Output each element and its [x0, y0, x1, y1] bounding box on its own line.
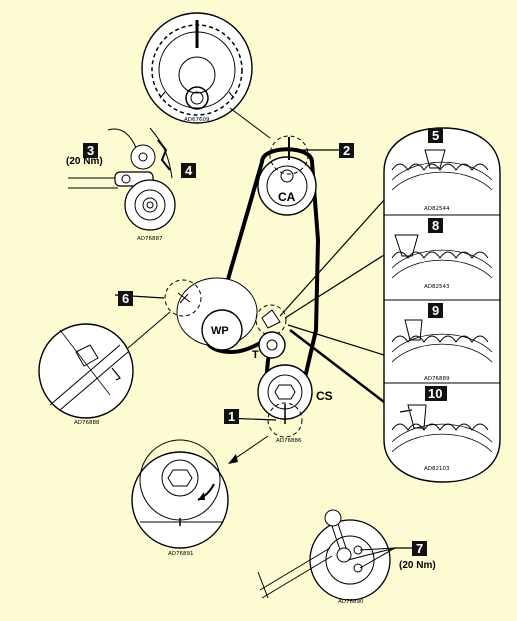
callout-1: 1	[224, 409, 239, 424]
ref-crank-mark-detail: AD76891	[168, 551, 194, 557]
ref-tensioner-detail: AD76887	[137, 236, 163, 242]
tooth-sketch-8: AD82543	[391, 234, 493, 290]
crankshaft-pulley: CS AD76886	[257, 364, 333, 444]
ref-tooth-10: AD82103	[424, 466, 450, 472]
callout-9: 9	[428, 303, 443, 318]
pump-mark-detail-inset: AD76888	[38, 323, 134, 426]
svg-text:3: 3	[87, 143, 94, 158]
svg-text:5: 5	[432, 128, 439, 143]
svg-text:2: 2	[343, 143, 350, 158]
label-crankshaft: CS	[316, 389, 333, 403]
camshaft-detail-inset: AD67609	[141, 12, 253, 124]
ref-tooth-5: AD82544	[424, 206, 450, 212]
label-tensioner: T	[252, 349, 259, 361]
label-water-pump: WP	[211, 325, 229, 337]
water-pump-pulley: WP	[164, 277, 258, 351]
svg-text:8: 8	[432, 218, 439, 233]
callout-4: 4	[181, 163, 196, 178]
ref-crank: AD76886	[276, 438, 302, 444]
label-camshaft: CA	[278, 190, 296, 204]
ref-pump-mark-detail: AD76888	[74, 420, 100, 426]
crank-mark-detail-inset: AD76891	[131, 439, 229, 557]
ref-tooth-8: AD82543	[424, 284, 450, 290]
tooth-sketch-5: AD82544	[391, 149, 493, 212]
arrow-head	[228, 454, 238, 464]
tensioner-pulley: T	[252, 304, 287, 361]
svg-text:9: 9	[432, 303, 439, 318]
callout-5: 5	[428, 128, 443, 143]
svg-text:6: 6	[122, 291, 129, 306]
svg-text:4: 4	[185, 163, 193, 178]
callout-7: 7	[412, 541, 427, 556]
camshaft-pulley: CA	[257, 135, 317, 216]
callout-2: 2	[339, 143, 354, 158]
callout-6: 6	[118, 291, 133, 306]
tooth-sketch-9: AD76889	[391, 319, 493, 382]
leader-line	[229, 107, 271, 139]
ref-tooth-9: AD76889	[424, 376, 450, 382]
pulley-bolts-detail-inset: AD76890 (20 Nm)	[257, 509, 436, 605]
ref-camshaft-detail: AD67609	[184, 117, 210, 123]
svg-text:10: 10	[428, 386, 442, 401]
svg-text:1: 1	[228, 409, 235, 424]
tensioner-detail-inset: AD76887 (20 Nm)	[66, 127, 176, 242]
ref-pulley-bolts-detail: AD76890	[338, 599, 364, 605]
callout-8: 8	[428, 218, 443, 233]
leader-line	[127, 311, 171, 349]
svg-text:7: 7	[416, 541, 423, 556]
callout-10: 10	[425, 386, 447, 401]
torque-pulley-bolts: (20 Nm)	[399, 560, 436, 571]
torque-tensioner: (20 Nm)	[66, 156, 103, 167]
tooth-sketch-10: AD82103	[391, 404, 493, 472]
callout-3: 3	[83, 143, 98, 158]
